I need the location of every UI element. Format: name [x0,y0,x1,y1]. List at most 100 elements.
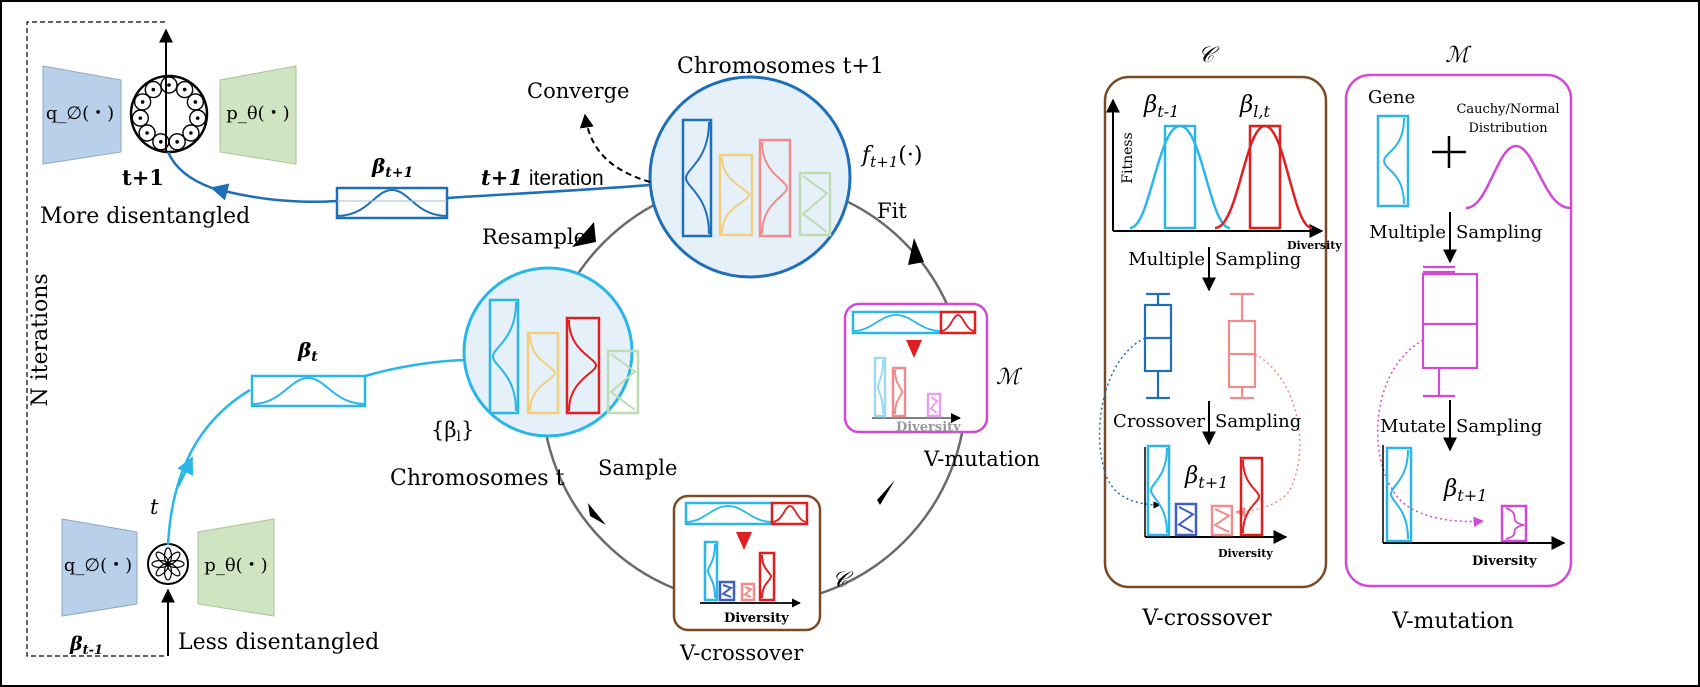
evolution-cycle: Chromosomes t+1 ft+1(·) Fit Resample t+1… [390,54,1040,665]
beta-b-label: βl,t [1239,92,1271,121]
converge-label: Converge [527,79,629,103]
mini-chromosome-red [939,310,977,335]
cycle-arrow-fit [908,238,924,265]
curve-from-chrom-next [446,183,651,200]
gene-box [526,331,560,415]
boxplot-magenta [1421,265,1479,398]
gene-box [873,356,887,418]
plus-icon [1432,136,1466,168]
latent-petal [155,551,170,566]
iterations-bracket [26,21,165,657]
mutation-symbol: ℳ [1445,43,1472,68]
distribution-label-2: Distribution [1468,121,1548,136]
chromosomes-next-genes [681,118,832,238]
resample-label: Resample [482,225,586,249]
gene-box [758,138,792,238]
beta-set-label: {βl} [431,418,474,445]
latent-dot [145,131,149,135]
latent-dot [175,140,179,144]
gene-box [1210,504,1234,537]
latent-bottom-icon [147,543,189,585]
gene-box [1239,456,1264,537]
mini-curve-red [771,505,808,523]
beta-t-label: βt [297,338,318,365]
chromosomes-t-label: Chromosomes t [390,466,565,491]
latent-dot [151,87,156,92]
fit-label: Fit [877,199,907,223]
mutation-sampling-label-2: Sampling [1456,416,1542,437]
mutation-diversity-label: Diversity [1472,554,1537,569]
vcrossover-mini-content: Diversity [684,501,809,626]
crossover-label: Crossover [1113,411,1205,432]
gene-box [891,366,907,418]
latent-dot [182,87,187,92]
encoder-top [42,65,122,165]
cycle-arrow-vmutation [877,480,895,505]
decoder-top [219,65,297,165]
curve-to-chrom-t [364,358,471,378]
gene-box [681,118,713,238]
crossover-arc-red [1234,353,1301,518]
mutation-arc [1376,339,1485,528]
gene-box-blue [1163,124,1197,230]
gene-box [740,582,756,602]
beta-next-box [335,186,449,220]
latent-dot [195,116,200,120]
chromosomes-next-circle [648,75,852,279]
left-section: N iterations q_∅(・) p_θ(・) t+1 More dise… [26,21,651,658]
latent-dot [193,100,198,104]
gene-box [606,349,640,415]
curve-to-beta-t [166,388,251,546]
mutation-multiple-label: Multiple [1369,222,1446,243]
crossover-box [1103,75,1328,589]
encoder-top-label: q_∅(・) [46,103,114,124]
curve-to-top-latent [210,183,338,204]
sample-label: Sample [598,456,677,480]
vcrossover-panel: 𝒞 Fitness Diversity βt-1 βl,t Multiple S… [1098,43,1342,631]
mutation-box [1344,73,1573,588]
mini-chromosome-red [770,501,809,526]
bottom-step-label: t [150,495,159,519]
vmutation-mini-label: V-mutation [923,447,1040,471]
vmutation-mini-box [843,302,989,434]
decoder-bottom-label: p_θ(・) [204,555,267,576]
beta-c-label: βt+1 [1184,463,1228,492]
encoder-bottom-label: q_∅(・) [64,555,132,576]
latent-dot [138,116,143,120]
mini-diversity-label: Diversity [724,611,789,626]
latent-dot [167,83,171,87]
mini-curve-blue [852,314,942,332]
more-disentangled-label: More disentangled [40,204,250,229]
distribution-label-1: Cauchy/Normal [1456,102,1559,117]
gene-icon [1376,114,1410,208]
mutated-parent-gene [1385,446,1413,543]
curve-arrow-up [176,456,194,488]
gene-box [703,540,719,602]
mutation-sampling-label-1: Sampling [1456,222,1542,243]
vcrossover-mini-label: V-crossover [679,641,804,665]
gene-label: Gene [1368,87,1415,108]
vmutation-caption: V-mutation [1391,609,1514,634]
mini-diversity-label: Diversity [896,420,961,435]
mini-down-arrow [906,340,922,358]
mutation-symbol-mini: ℳ [996,365,1023,390]
mini-curve-blue [685,505,773,523]
cycle-arrow-resample [572,222,596,247]
chromosomes-next-label: Chromosomes t+1 [677,54,884,79]
vcrossover-caption: V-crossover [1141,606,1272,631]
offspring-diversity-label: Diversity [1218,547,1273,560]
beta-next-label: βt+1 [371,154,413,181]
vcrossover-mini-box [672,494,822,632]
multiple-label: Multiple [1128,249,1205,270]
gene-box [1146,444,1171,537]
mutated-offspring-gene [1500,504,1528,543]
crossover-arc-blue [1098,337,1161,509]
fitness-axis-label: Fitness [1120,132,1136,184]
gene-box [488,298,520,415]
top-step-label: t+1 [122,165,164,190]
iterations-label: N iterations [28,273,53,406]
mutation-beta-label: βt+1 [1443,476,1487,505]
cycle-arrow-sample [588,503,606,525]
